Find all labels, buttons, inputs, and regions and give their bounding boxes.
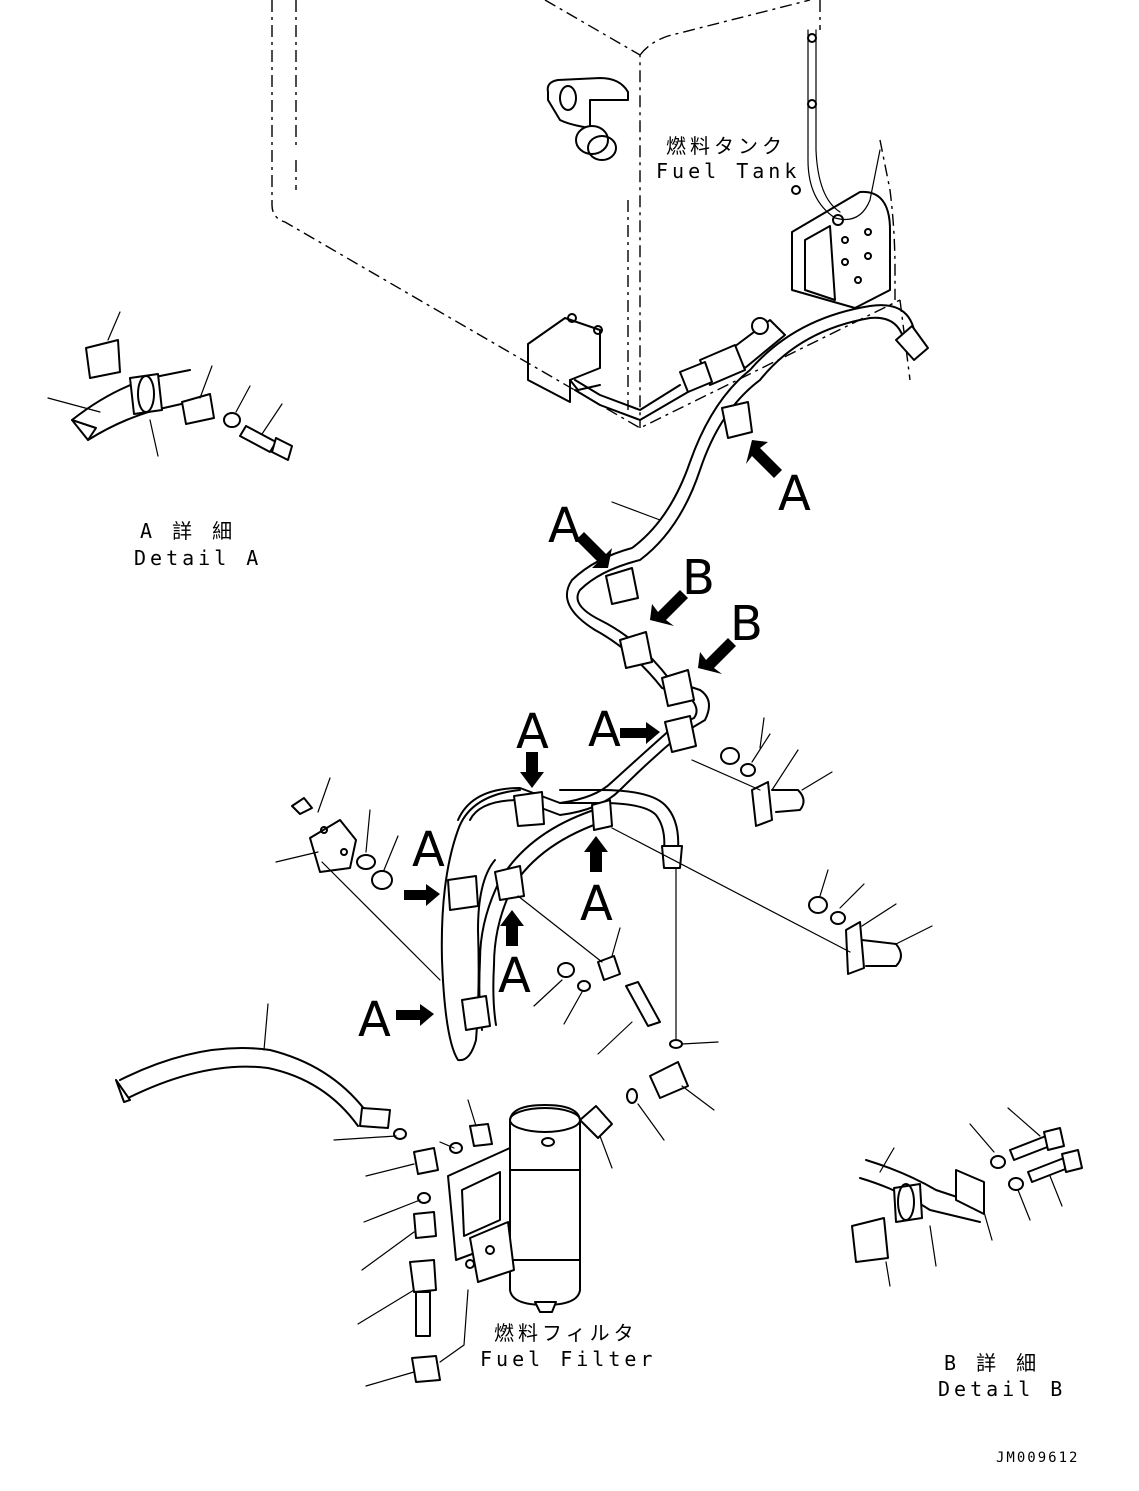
view-marker-a7: A [498, 948, 531, 1004]
fuel-tank-label-jp: 燃料タンク [666, 134, 786, 158]
fuel-tank-label-en: Fuel Tank [656, 159, 800, 183]
arrow-b1 [650, 590, 688, 626]
view-marker-b2: B [730, 596, 763, 652]
hose-clamps [447, 401, 753, 1031]
detail-b-view [851, 1107, 1083, 1287]
leader-lines [263, 501, 933, 1387]
arrow-a2 [576, 532, 612, 568]
text-labels: 燃料タンク Fuel Tank A 詳 細 Detail A 燃料フィルタ Fu… [134, 134, 1079, 1466]
view-marker-a2: A [548, 498, 581, 554]
view-marker-a3: A [588, 702, 621, 758]
view-marker-a4: A [516, 704, 549, 760]
arrow-a4 [520, 752, 544, 788]
fuel-filter [447, 1104, 613, 1313]
arrow-a1 [746, 440, 782, 478]
arrow-a6 [404, 884, 440, 906]
arrow-a5 [584, 836, 608, 872]
fuel-filter-label-en: Fuel Filter [480, 1347, 656, 1371]
detail-a-label-en: Detail A [134, 546, 262, 570]
arrow-b2 [698, 638, 736, 674]
arrow-a3 [620, 722, 660, 744]
drawing-code: JM009612 [996, 1450, 1079, 1466]
detail-b-label-jp: B 詳 細 [944, 1351, 1040, 1375]
small-parts [291, 747, 902, 1363]
fuel-hose-lower [440, 789, 683, 1062]
view-markers: A A B B A A A A A A [358, 440, 811, 1048]
view-marker-b1: B [682, 550, 715, 606]
view-marker-a8: A [358, 992, 391, 1048]
fuel-filter-label-jp: 燃料フィルタ [494, 1321, 638, 1345]
view-marker-a5: A [580, 876, 613, 932]
arrow-a8 [396, 1004, 434, 1026]
detail-b-label-en: Detail B [938, 1377, 1066, 1401]
arrow-a7 [500, 910, 524, 946]
inlet-hose-and-fittings [115, 1047, 493, 1383]
view-marker-a6: A [412, 822, 445, 878]
view-marker-a1: A [778, 466, 811, 522]
detail-a-view [47, 311, 293, 461]
detail-a-label-jp: A 詳 細 [140, 519, 236, 543]
fuel-tank [271, 0, 911, 429]
